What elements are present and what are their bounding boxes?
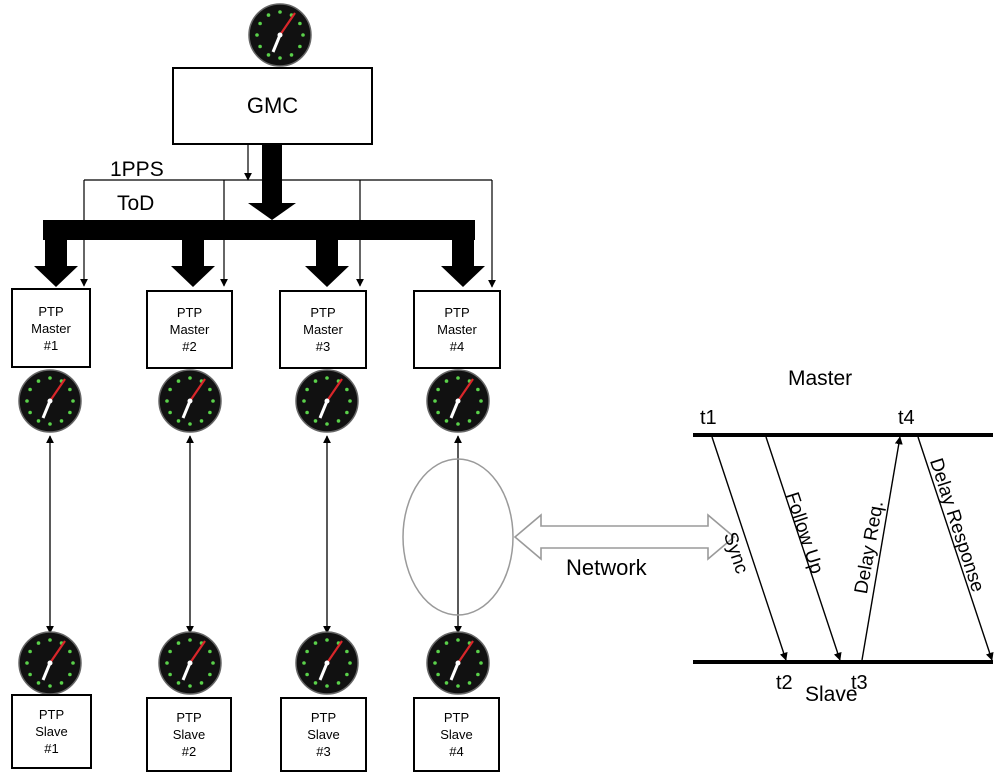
slave-line3: #2 bbox=[181, 744, 197, 759]
bus-drop-arrows bbox=[34, 240, 485, 287]
timing-slave-label: Slave bbox=[805, 683, 858, 706]
master-line1: PTP bbox=[444, 305, 470, 320]
gmc-bus-stem bbox=[262, 145, 282, 205]
clock-icon bbox=[158, 631, 222, 695]
network-label: Network bbox=[566, 555, 647, 580]
slave-line2: Slave bbox=[307, 727, 340, 742]
sync-message-arrow bbox=[711, 436, 788, 661]
delay-req-message-arrow bbox=[861, 436, 903, 661]
gmc-bus-arrowhead bbox=[248, 203, 296, 220]
clock-icon bbox=[426, 369, 490, 433]
master-line3: #3 bbox=[315, 339, 331, 354]
tod-bus bbox=[43, 220, 475, 240]
t2-label: t2 bbox=[776, 672, 793, 694]
gmc-box: GMC bbox=[172, 67, 373, 145]
master-line2: Master bbox=[437, 322, 477, 337]
clock-icon bbox=[248, 3, 312, 67]
slave-box-1: PTP Slave #1 bbox=[11, 694, 92, 769]
pps-lines bbox=[80, 145, 496, 288]
clock-icon bbox=[18, 369, 82, 433]
slave-line3: #1 bbox=[44, 741, 59, 756]
network-ellipse bbox=[402, 458, 514, 616]
master-box-2: PTP Master #2 bbox=[146, 290, 233, 369]
t4-label: t4 bbox=[898, 407, 915, 429]
master-line3: #4 bbox=[449, 339, 465, 354]
follow-up-message-arrow bbox=[765, 436, 842, 661]
tod-label: ToD bbox=[117, 192, 155, 215]
slave-line2: Slave bbox=[172, 727, 206, 742]
pps-label: 1PPS bbox=[110, 158, 164, 181]
clock-icon bbox=[18, 631, 82, 695]
master-line2: Master bbox=[31, 320, 71, 336]
network-double-arrow bbox=[513, 513, 736, 561]
master-slave-links bbox=[46, 435, 462, 634]
master-box-1: PTP Master #1 bbox=[11, 288, 91, 368]
t1-label: t1 bbox=[700, 407, 717, 429]
clock-icon bbox=[295, 369, 359, 433]
master-line2: Master bbox=[303, 322, 343, 337]
slave-line1: PTP bbox=[310, 710, 337, 725]
slave-line1: PTP bbox=[176, 710, 202, 725]
clock-icon bbox=[426, 631, 490, 695]
t3-label: t3 bbox=[851, 672, 868, 694]
slave-box-2: PTP Slave #2 bbox=[146, 697, 232, 772]
timing-master-label: Master bbox=[788, 367, 853, 390]
clock-group bbox=[18, 3, 490, 695]
clock-icon bbox=[295, 631, 359, 695]
clock-icon bbox=[158, 369, 222, 433]
master-line1: PTP bbox=[310, 305, 336, 320]
master-box-4: PTP Master #4 bbox=[413, 290, 501, 369]
slave-line3: #4 bbox=[449, 744, 464, 759]
master-line3: #1 bbox=[43, 337, 59, 353]
master-line1: PTP bbox=[38, 303, 64, 319]
master-line2: Master bbox=[169, 322, 210, 337]
slave-line2: Slave bbox=[440, 727, 473, 742]
gmc-label: GMC bbox=[246, 93, 299, 118]
slave-line2: Slave bbox=[35, 724, 68, 739]
master-line3: #2 bbox=[182, 339, 197, 354]
slave-box-4: PTP Slave #4 bbox=[413, 697, 500, 772]
delay-response-message-arrow bbox=[917, 436, 994, 661]
master-box-3: PTP Master #3 bbox=[279, 290, 367, 369]
slave-line1: PTP bbox=[443, 710, 470, 725]
master-line1: PTP bbox=[176, 305, 203, 320]
slave-line3: #3 bbox=[316, 744, 331, 759]
slave-box-3: PTP Slave #3 bbox=[280, 697, 367, 772]
slave-line1: PTP bbox=[38, 707, 65, 722]
